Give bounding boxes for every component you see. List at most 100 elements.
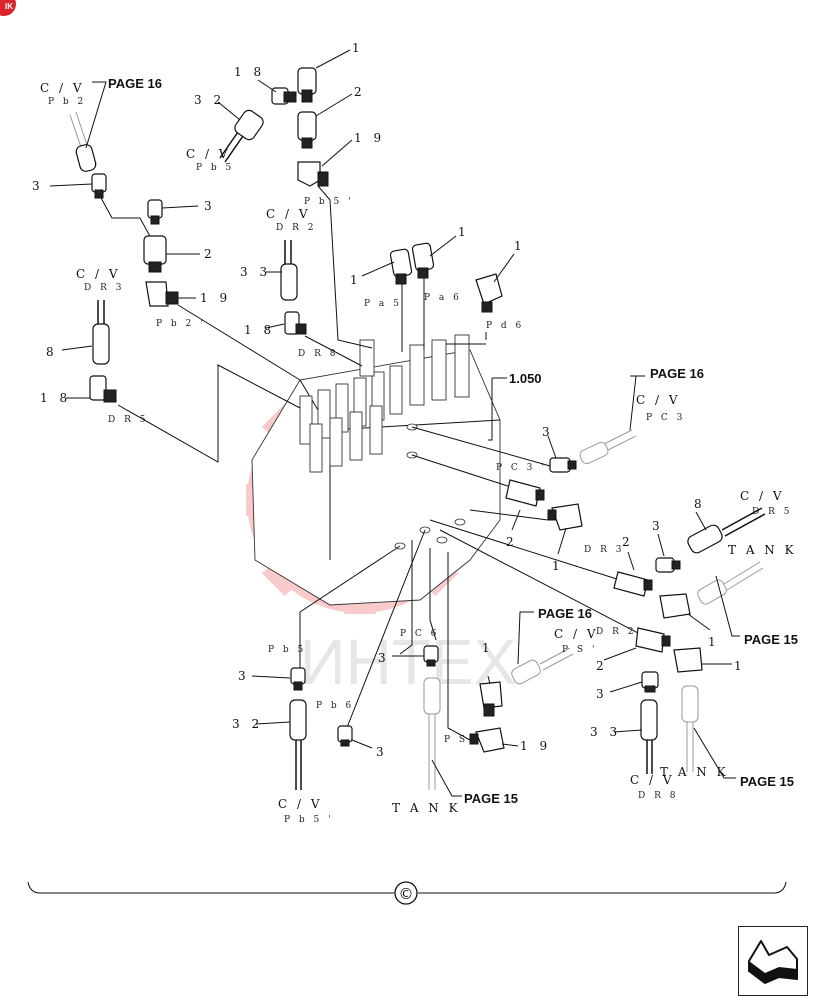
tee-fitting-2-dr5 <box>613 571 653 597</box>
page-16-ref-center[interactable]: PAGE 16 <box>538 606 592 621</box>
callout-2: 2 <box>354 85 366 99</box>
label-tank-bottom-right: T A N K <box>660 765 729 779</box>
callout-2: 2 <box>204 247 216 261</box>
label-pb5p-bottom: P b 5 ' <box>284 815 334 825</box>
port-labels: C / V P b 2 C / V P b 5 P b 5 ' C / V D … <box>40 81 797 825</box>
callout-33: 3 3 <box>240 265 271 279</box>
label-pc3p: P C 3 ' <box>496 463 547 473</box>
elbow-fitting-18-top <box>271 87 297 105</box>
tee-fitting-2-pc3 <box>505 479 545 507</box>
label-dr5-left: D R 5 <box>108 415 148 425</box>
callout-3: 3 <box>378 651 390 665</box>
callout-8: 8 <box>694 497 706 511</box>
callout-32: 3 2 <box>194 93 225 107</box>
label-ps: P S <box>444 735 468 745</box>
label-pb5-bottom: P b 5 <box>268 645 306 655</box>
label-pb2: P b 2 <box>48 97 86 107</box>
elbow-fitting-1-pa5 <box>389 248 413 285</box>
label-cv-pc3: C / V <box>636 393 681 407</box>
control-valve-block <box>251 334 501 606</box>
label-dr5-right: D R 5 <box>752 507 792 517</box>
callout-19: 1 9 <box>354 131 385 145</box>
tee-fitting-2-top <box>297 111 317 149</box>
label-cv-dr8-bottom: C / V <box>630 773 675 787</box>
label-pa5: P a 5 <box>364 299 402 309</box>
elbow-fitting-1-pa6 <box>411 242 435 279</box>
return-button[interactable] <box>738 926 808 996</box>
page-15-ref-bottom-center[interactable]: PAGE 15 <box>464 791 518 806</box>
page-references[interactable]: PAGE 16 1.050 PAGE 16 PAGE 16 PAGE 15 PA… <box>108 76 798 806</box>
label-pb6: P b 6 <box>316 701 354 711</box>
label-cv-dr5-right: C / V <box>740 489 785 503</box>
elbow-fitting-1-top <box>297 67 317 103</box>
callout-33: 3 3 <box>590 725 621 739</box>
elbow-fitting-19-left <box>145 281 179 307</box>
page-15-ref-bottom-right[interactable]: PAGE 15 <box>740 774 794 789</box>
label-dr8-bottom: D R 8 <box>638 791 678 801</box>
callout-1: 1 <box>482 641 494 655</box>
adapter-3-pc3 <box>549 457 577 473</box>
callout-2: 2 <box>622 535 634 549</box>
callout-3: 3 <box>238 669 250 683</box>
label-cv-pb5-bottom: C / V <box>278 797 323 811</box>
label-psp: P S ' <box>562 645 597 655</box>
return-arrow-icon <box>748 940 798 984</box>
callout-19: 1 9 <box>200 291 231 305</box>
copyright-symbol: © <box>399 885 414 903</box>
adapter-3-dr5 <box>655 557 681 573</box>
ref-1-050[interactable]: 1.050 <box>509 371 542 386</box>
label-pb5p-top: P b 5 ' <box>304 197 354 207</box>
callout-1: 1 <box>552 559 564 573</box>
callout-leaders <box>49 49 740 797</box>
callout-18: 1 8 <box>40 391 71 405</box>
bottom-bracket: © <box>27 881 787 905</box>
brand-badge: IK <box>0 0 16 16</box>
label-tank-bottom: T A N K <box>392 801 461 815</box>
callout-3: 3 <box>32 179 44 193</box>
label-pb2p: P b 2 ' <box>156 319 206 329</box>
tee-fitting-2-dr2 <box>635 627 671 653</box>
callout-1: 1 <box>458 225 470 239</box>
label-cv-dr3-left: C / V <box>76 267 121 281</box>
callout-2: 2 <box>506 535 518 549</box>
callout-18: 1 8 <box>244 323 275 337</box>
adapter-3-mid <box>147 199 163 225</box>
callout-1: 1 <box>734 659 746 673</box>
callout-3: 3 <box>596 687 608 701</box>
callout-1: 1 <box>352 41 364 55</box>
elbow-fitting-1-ps <box>479 681 503 717</box>
piping-lines <box>99 185 641 741</box>
callout-1: 1 <box>708 635 720 649</box>
adapter-3-pb5 <box>290 667 306 691</box>
label-cv-dr2: C / V <box>266 207 311 221</box>
label-pb5: P b 5 <box>196 163 234 173</box>
callout-32: 3 2 <box>232 717 263 731</box>
label-cv-ps: C / V <box>554 627 599 641</box>
page-16-ref-right[interactable]: PAGE 16 <box>650 366 704 381</box>
callout-3: 3 <box>652 519 664 533</box>
page-15-ref-right-upper[interactable]: PAGE 15 <box>744 632 798 647</box>
label-cv-pb5: C / V <box>186 147 231 161</box>
elbow-fitting-1-dr5 <box>659 593 691 619</box>
label-pd6: P d 6 <box>486 321 524 331</box>
adapter-3-dr8 <box>641 671 659 693</box>
part-number-callouts: 1 1 8 3 2 2 1 9 3 3 2 1 9 8 1 8 3 3 1 8 … <box>32 41 746 759</box>
label-pc6: P C 6 <box>400 629 439 639</box>
hoses <box>69 109 766 790</box>
label-cv-pb2: C / V <box>40 81 85 95</box>
callout-3: 3 <box>542 425 554 439</box>
adapter-3-pc6 <box>423 645 439 667</box>
label-tank-right: T A N K <box>728 543 797 557</box>
callout-8: 8 <box>46 345 58 359</box>
page-16-ref-top-left[interactable]: PAGE 16 <box>108 76 162 91</box>
elbow-fitting-18-left <box>89 375 117 403</box>
elbow-fitting-18-mid <box>284 311 307 335</box>
tee-fitting-2-left <box>143 235 167 273</box>
fittings <box>89 67 703 753</box>
label-pc3: P C 3 <box>646 413 685 423</box>
callout-2: 2 <box>596 659 608 673</box>
elbow-fitting-19-top <box>297 161 329 187</box>
adapter-3-left <box>91 173 107 199</box>
label-dr3-right: D R 3 <box>584 545 624 555</box>
